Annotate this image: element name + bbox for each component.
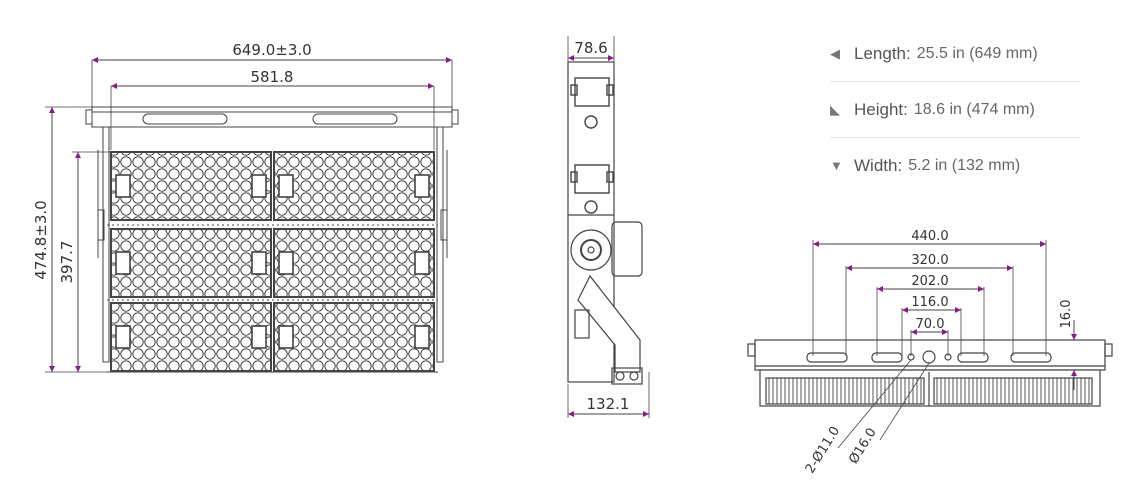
bracket-dimensions xyxy=(813,241,1077,390)
dim-top-depth: 78.6 xyxy=(574,39,607,57)
front-dimensions xyxy=(49,57,452,372)
dim-bracket-116: 116.0 xyxy=(911,295,948,310)
dim-mount-width: 581.8 xyxy=(251,68,294,86)
spec-length: ◀ Length: 25.5 in (649 mm) xyxy=(830,26,1080,81)
front-view xyxy=(45,60,459,373)
spec-length-label: Length: xyxy=(854,43,911,63)
dimension-specs: ◀ Length: 25.5 in (649 mm) ◣ Height: 18.… xyxy=(830,26,1080,193)
dim-overall-width: 649.0±3.0 xyxy=(232,41,311,59)
triangle-left-icon: ◀ xyxy=(830,45,840,61)
bracket-view xyxy=(747,240,1113,449)
dim-overall-height: 474.8±3.0 xyxy=(32,200,50,279)
dim-bottom-depth: 132.1 xyxy=(587,395,630,413)
dim-bracket-202: 202.0 xyxy=(911,274,948,289)
spec-width: ▼ Width: 5.2 in (132 mm) xyxy=(830,137,1080,193)
spec-width-label: Width: xyxy=(854,155,903,175)
spec-length-value: 25.5 in (649 mm) xyxy=(916,44,1038,62)
dim-module-height: 397.7 xyxy=(58,241,76,284)
dim-thickness: 16.0 xyxy=(1059,300,1074,329)
spec-height-label: Height: xyxy=(854,99,908,119)
hole-small-label: 2-Ø11.0 xyxy=(803,424,843,476)
triangle-down-icon: ▼ xyxy=(830,158,843,173)
spec-height-value: 18.6 in (474 mm) xyxy=(913,100,1035,118)
led-module-grid xyxy=(110,151,435,372)
side-view xyxy=(567,36,650,418)
spec-width-value: 5.2 in (132 mm) xyxy=(908,156,1021,174)
triangle-corner-icon: ◣ xyxy=(830,101,840,117)
dim-bracket-320: 320.0 xyxy=(911,253,948,268)
side-dimensions xyxy=(568,55,649,417)
spec-height: ◣ Height: 18.6 in (474 mm) xyxy=(830,81,1080,137)
dim-bracket-440: 440.0 xyxy=(911,229,948,244)
dim-bracket-70: 70.0 xyxy=(916,317,945,332)
